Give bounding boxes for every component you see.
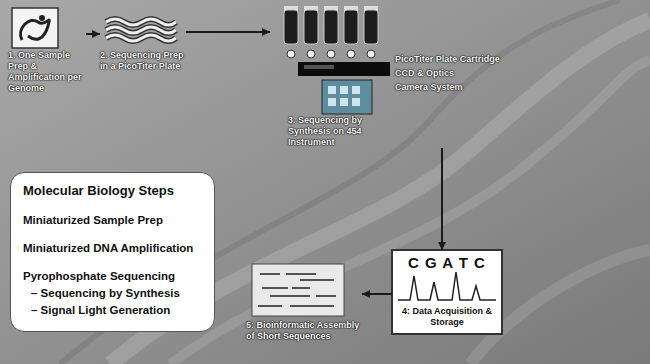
step-label: 2. Sequencing Prep in a PicoTiter Plate xyxy=(100,50,186,72)
part-label: Camera System xyxy=(395,82,463,93)
panel-title: Molecular Biology Steps xyxy=(23,183,202,199)
reagent-tubes xyxy=(284,6,378,58)
flow-arrow xyxy=(186,31,270,33)
step-node: 2. Sequencing Prep in a PicoTiter Plate xyxy=(100,14,186,72)
assembly-panel xyxy=(252,264,344,316)
base-sequence: C G A T C xyxy=(396,254,498,272)
step-label: 1. One Sample Prep & Amplification per G… xyxy=(8,50,86,94)
step-node: 1. One Sample Prep & Amplification per G… xyxy=(8,6,86,94)
step-label: 4: Data Acquisition & Storage xyxy=(396,306,498,328)
picotiter-plate-icon xyxy=(106,19,176,41)
assembly-node: 5: Bioinformatic Assembly of Short Seque… xyxy=(246,262,362,342)
step-item: Miniaturized DNA Amplification xyxy=(23,241,202,255)
steps-panel: Molecular Biology StepsMiniaturized Samp… xyxy=(10,172,215,332)
data-box: C G A T C 4: Data Acquisition & Storage xyxy=(392,250,502,334)
instrument-illustration xyxy=(298,62,390,114)
step-item: Pyrophosphate Sequencing xyxy=(23,269,202,283)
step-label: 3. Sequencing by Synthesis on 454 Instru… xyxy=(288,115,388,148)
sub-item: – Signal Light Generation xyxy=(23,303,202,317)
flow-arrow xyxy=(362,293,392,295)
data-acquisition-panel xyxy=(392,250,502,334)
flow-arrow xyxy=(441,148,443,250)
sub-item: – Sequencing by Synthesis xyxy=(23,286,202,300)
part-label: PicoTiter Plate Cartridge xyxy=(395,54,500,65)
flow-arrow xyxy=(86,33,100,35)
part-label: CCD & Optics xyxy=(395,68,454,79)
step-label: 5: Bioinformatic Assembly of Short Seque… xyxy=(246,320,362,342)
step-item: Miniaturized Sample Prep xyxy=(23,213,202,227)
organism-icon xyxy=(12,8,58,48)
